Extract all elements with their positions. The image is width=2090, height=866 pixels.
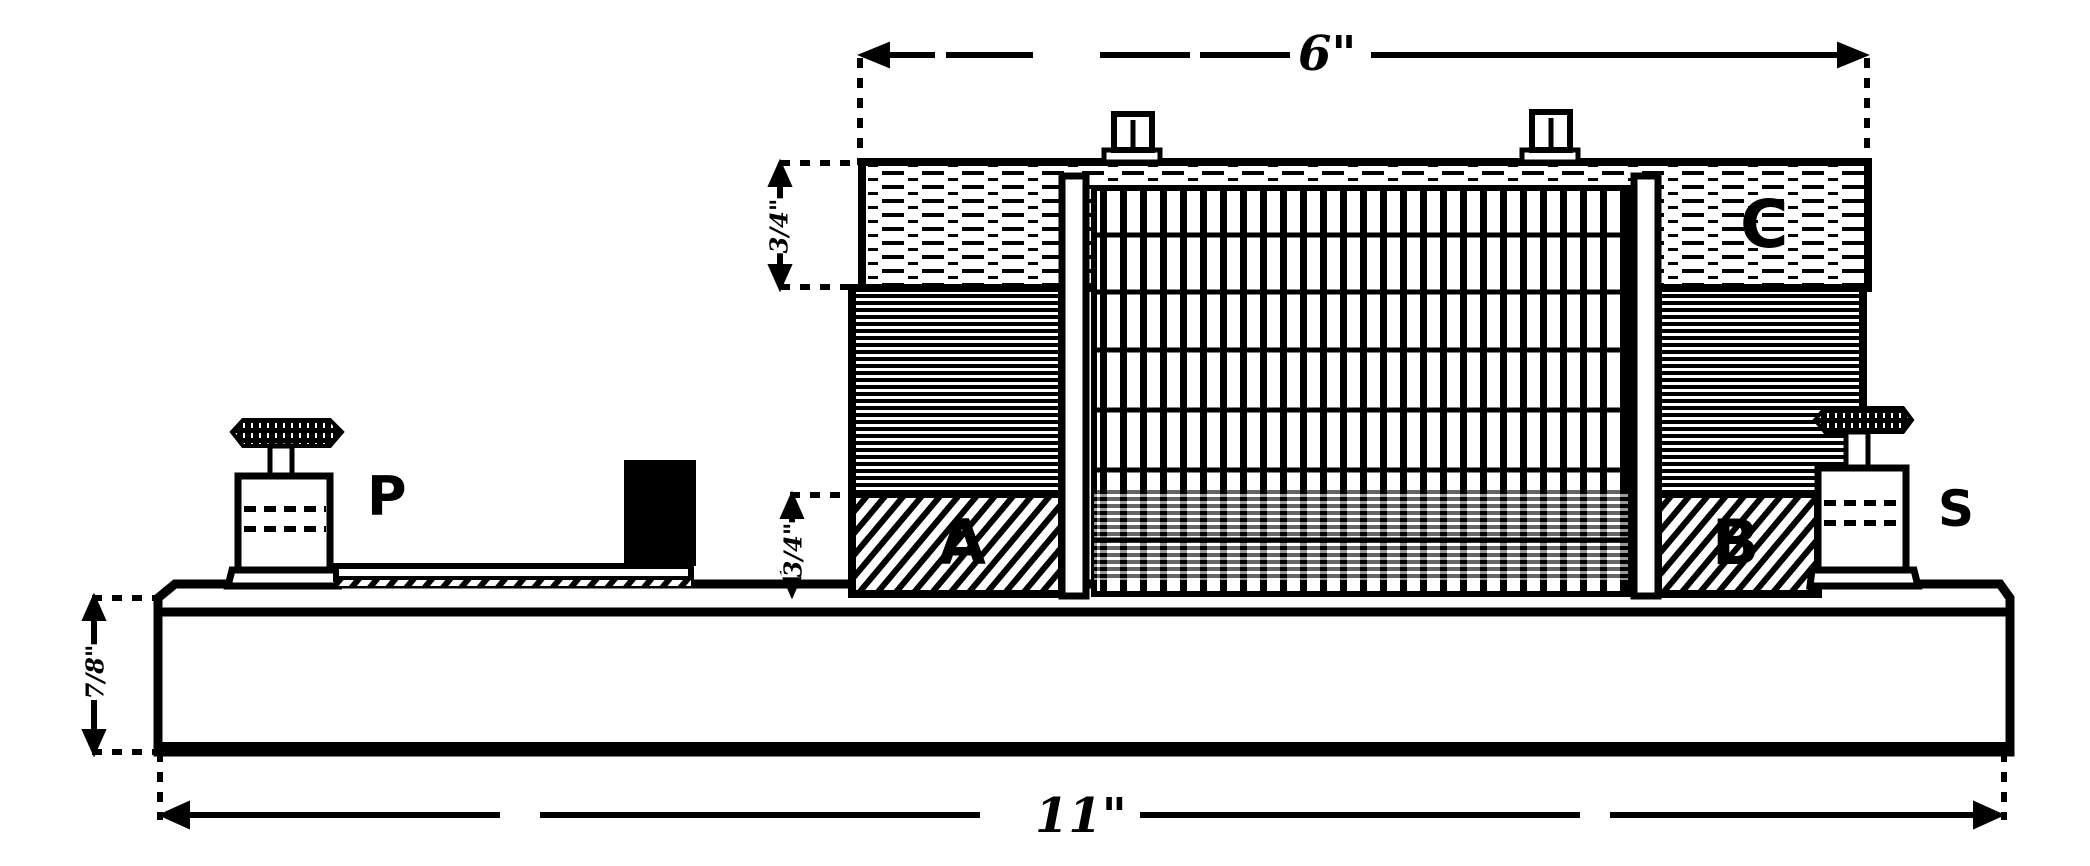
dimension-bottom-block-text: 3/4" — [778, 522, 808, 578]
spring-contact — [333, 460, 696, 586]
dimension-top-block — [767, 158, 858, 293]
coil-windings — [1091, 185, 1631, 597]
dimension-coil-width — [857, 41, 1870, 165]
binding-post-left — [223, 418, 345, 590]
top-nuts — [1101, 109, 1581, 165]
dimension-top-block-text: 3/4" — [764, 198, 794, 254]
label-p: P — [367, 465, 407, 528]
binding-post-right — [1806, 406, 1923, 590]
label-a: A — [938, 506, 986, 579]
label-s: S — [1938, 480, 1975, 538]
label-c: C — [1740, 186, 1789, 263]
dimension-base-height — [81, 592, 155, 758]
label-b: B — [1712, 506, 1760, 579]
dimension-base-length-text: 11" — [1025, 792, 1137, 840]
core-right — [1654, 284, 1867, 598]
dimension-base-height-text: 7/8" — [80, 644, 110, 700]
base-board — [153, 579, 2015, 757]
core-left — [848, 284, 1066, 598]
coil-flanges — [1058, 172, 1662, 600]
dimension-base-length — [157, 752, 2007, 830]
dimension-coil-width-text: 6" — [1290, 30, 1365, 78]
